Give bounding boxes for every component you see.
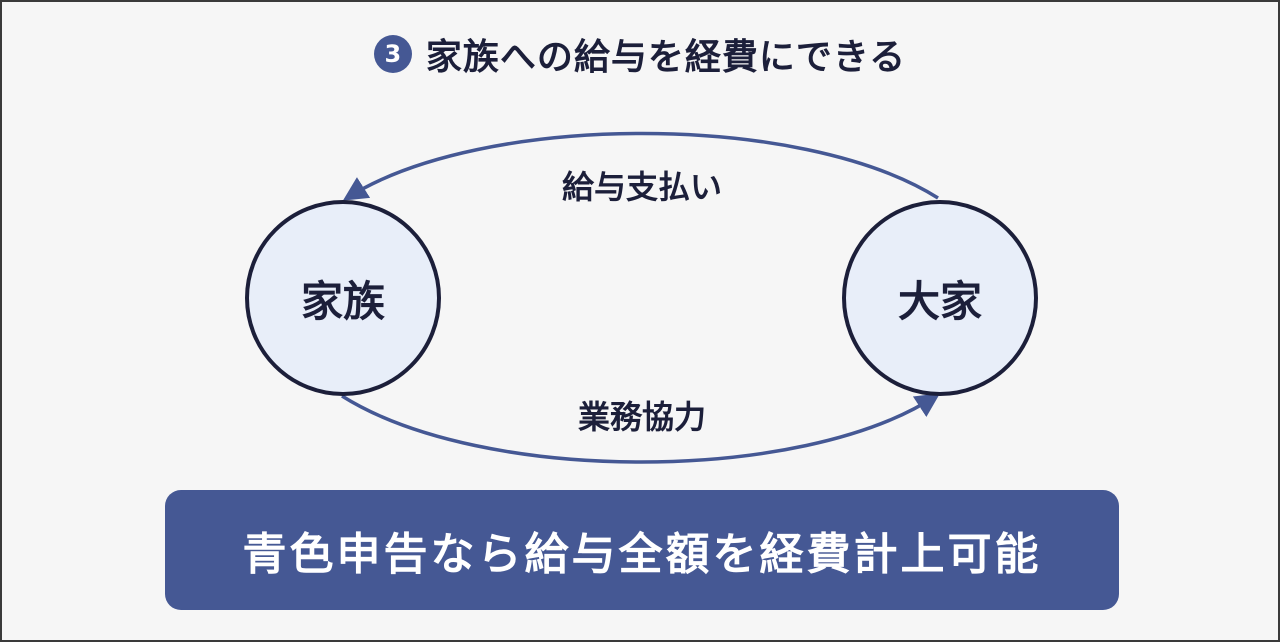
work-arrow <box>341 393 941 464</box>
pay-arrow <box>342 131 939 201</box>
family-node: 家族 <box>245 200 441 396</box>
work-arrow-label: 業務協力 <box>577 398 706 436</box>
step-number-badge: 3 <box>373 35 412 73</box>
heading: 3 家族への給与を経費にできる <box>2 30 1278 78</box>
landlord-node-label: 大家 <box>897 276 982 326</box>
heading-title: 家族への給与を経費にできる <box>425 37 907 78</box>
conclusion-banner: 青色申告なら給与全額を経費計上可能 <box>165 490 1119 610</box>
pay-arrow-label: 給与支払い <box>561 168 722 206</box>
landlord-node: 大家 <box>842 200 1038 396</box>
family-node-label: 家族 <box>300 276 385 326</box>
conclusion-banner-text: 青色申告なら給与全額を経費計上可能 <box>242 529 1042 580</box>
